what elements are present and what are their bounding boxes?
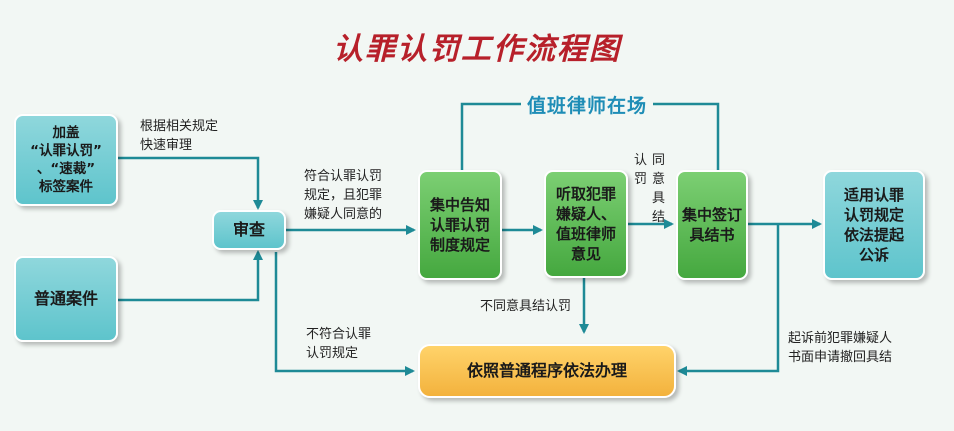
not-meets-criteria-label: 不符合认罪 认罚规定 [306, 327, 372, 361]
ordinary-procedure-node: 依照普通程序依法办理 [418, 344, 676, 398]
disagree-label: 不同意具结认罚 [480, 299, 572, 314]
agree-sign-label: 同 意 具 结 [652, 153, 666, 225]
arrow-ordinarycase-to-review [118, 250, 263, 302]
withdraw-label: 起诉前犯罪嫌疑人 书面申请撤回具结 [788, 331, 893, 365]
meets-criteria-label: 符合认罪认罚 规定，且犯罪 嫌疑人同意的 [304, 169, 383, 222]
prosecute-node: 适用认罪 认罚规定 依法提起 公诉 [823, 170, 925, 280]
diagram-title: 认罪认罚工作流程图 [333, 32, 621, 67]
sign-agreement-node: 集中签订 具结书 [676, 170, 748, 280]
hear-opinions-node: 听取犯罪 嫌疑人、 值班律师 意见 [544, 170, 628, 278]
notify-node: 集中告知 认罪认罚 制度规定 [418, 170, 502, 280]
admit-punishment-label: 认 罚 [634, 153, 648, 187]
label-case-node: 加盖 “认罪认罚” 、“速裁” 标签案件 [14, 114, 118, 206]
quick-review-label: 根据相关规定 快速审理 [140, 119, 219, 153]
arrow-review-to-procedure [274, 252, 415, 376]
arrow-withdraw-to-procedure [677, 224, 780, 376]
arrow-labelcase-to-review [118, 156, 263, 210]
ordinary-case-node: 普通案件 [14, 256, 118, 342]
review-node: 审查 [212, 210, 286, 250]
duty-lawyer-label: 值班律师在场 [521, 91, 654, 118]
